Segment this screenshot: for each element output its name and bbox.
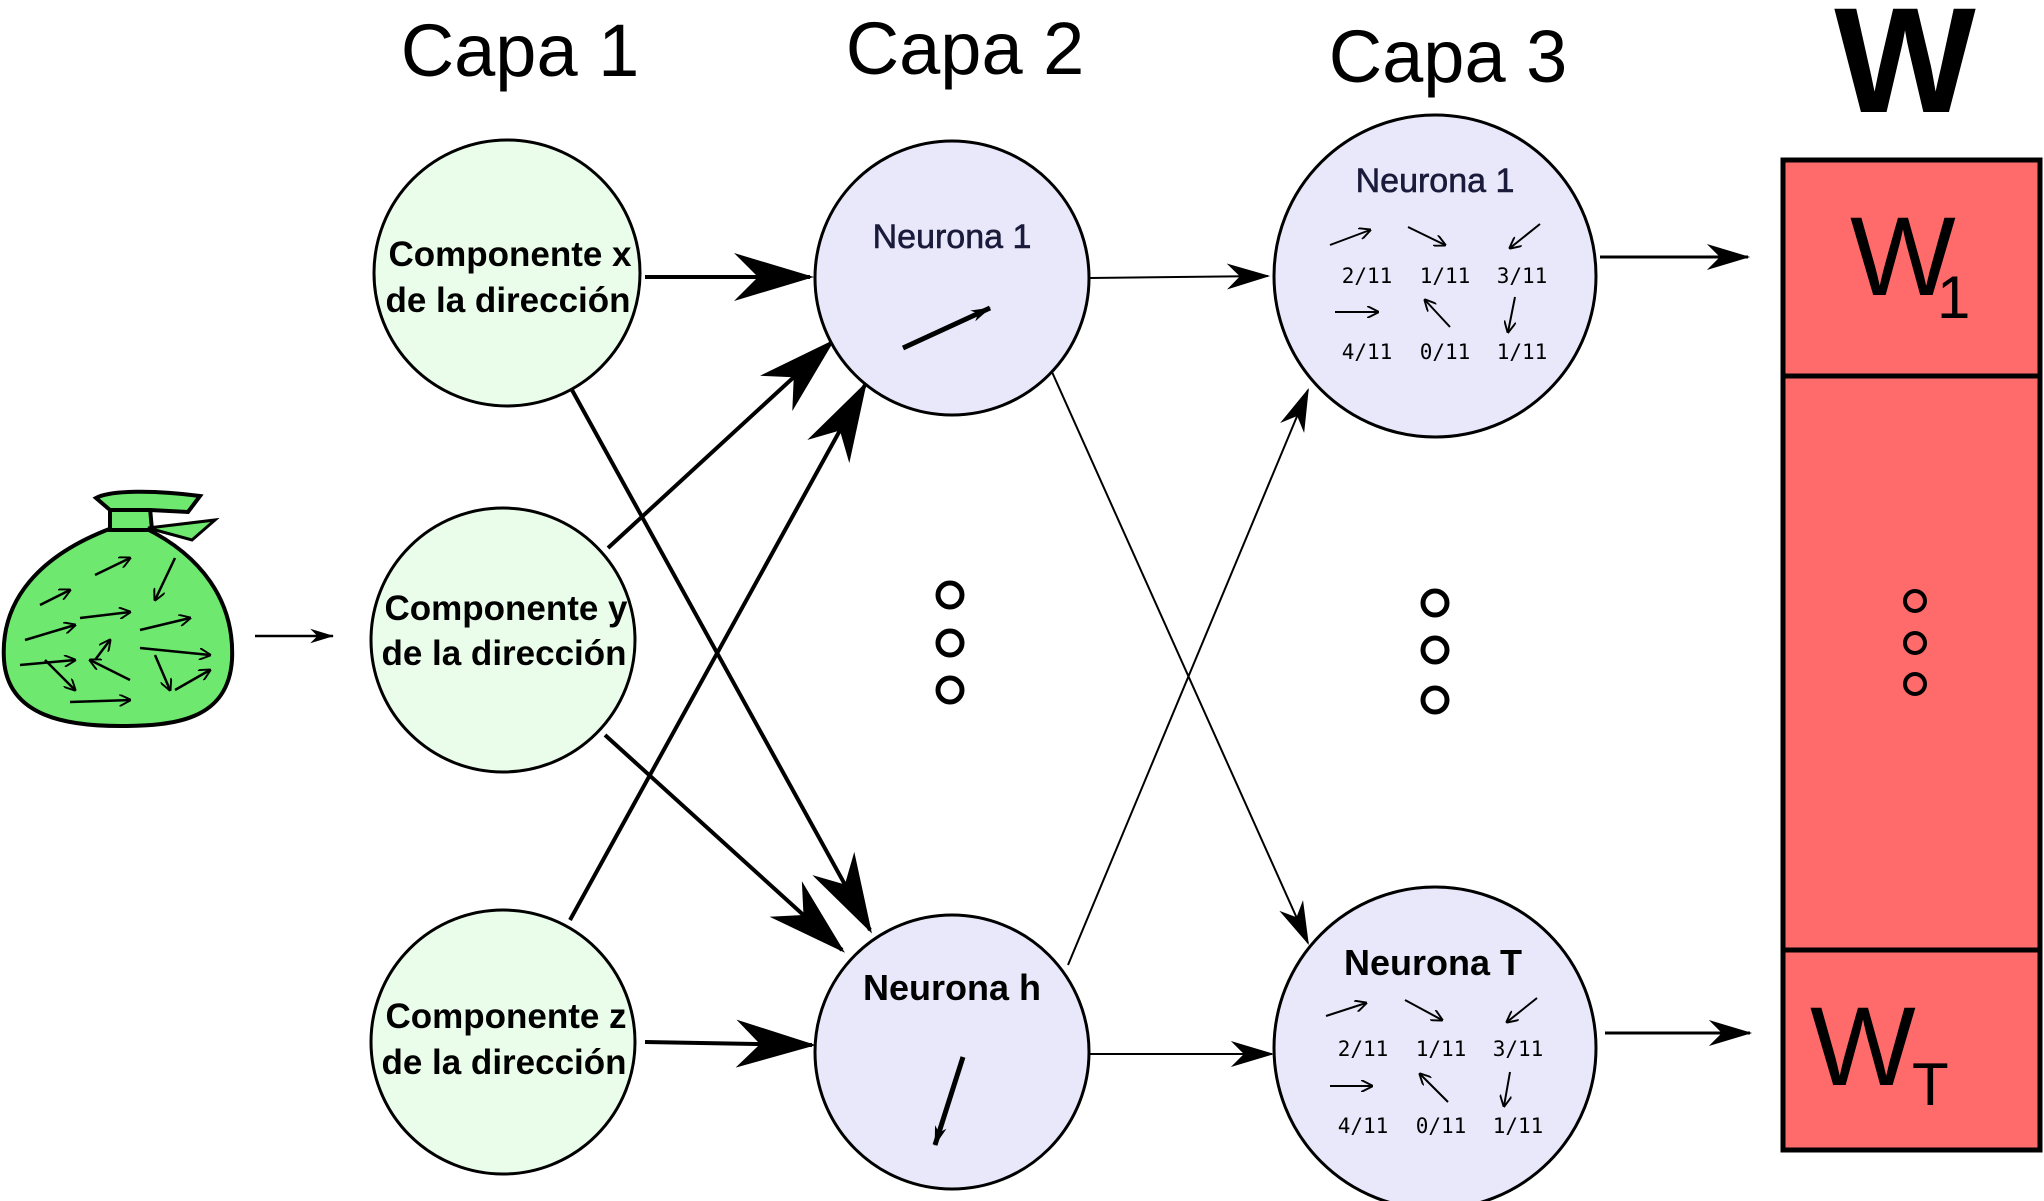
w1-subscript: 1 (1937, 264, 1970, 331)
component-z-line2: de la dirección (381, 1043, 626, 1082)
bag-tie (147, 517, 220, 542)
layer3-ellipsis (1420, 588, 1450, 715)
edge-x-to-neuronh (570, 389, 872, 934)
wt-subscript: T (1912, 1051, 1949, 1118)
l3n1-prob-4: 0/11 (1420, 340, 1471, 364)
layer2-neuron-1: Neurona 1 (813, 139, 1091, 417)
weights-cell-t (1780, 947, 2043, 1153)
weights-title: W (1834, 0, 1976, 144)
l3nt-prob-0: 2/11 (1338, 1037, 1389, 1061)
component-y-line2: de la dirección (381, 634, 626, 673)
l3n1-prob-5: 1/11 (1497, 340, 1548, 364)
direction-down-icon (932, 1056, 966, 1146)
layer1-neuron-x: Componente x de la dirección (372, 138, 642, 408)
weights-ellipsis (1903, 589, 1927, 696)
weights-matrix: W 1 W T (1780, 157, 2043, 1153)
component-x-line2: de la dirección (385, 281, 630, 320)
layer3-neuron-t-title: Neurona T (1344, 942, 1522, 983)
l3n1-prob-1: 1/11 (1420, 264, 1471, 288)
l3nt-prob-4: 0/11 (1416, 1114, 1467, 1138)
weights-cell-middle (1780, 373, 2043, 953)
l3n1-prob-0: 2/11 (1342, 264, 1393, 288)
l3nt-prob-3: 4/11 (1338, 1114, 1389, 1138)
layer2-neuron-h: Neurona h (813, 913, 1091, 1191)
layer2-neuron-h-title: Neurona h (863, 967, 1041, 1008)
bag-top-knot (92, 489, 204, 515)
connections-layer1-layer2 (568, 253, 872, 1068)
wt-label: W (1810, 984, 1916, 1109)
edge-n1-to-l3nt (1051, 371, 1309, 945)
bag-body (1, 526, 235, 729)
edge-z-to-neuronh (644, 1019, 816, 1068)
bag-of-arrows-icon (1, 489, 235, 729)
connections-layer2-layer3 (1051, 263, 1309, 1067)
layer2-ellipsis (935, 580, 965, 705)
layer-1-title: Capa 1 (401, 9, 640, 92)
layer3-neuron-1-title: Neurona 1 (1356, 162, 1515, 200)
edge-n1-to-l3n1 (1089, 263, 1271, 290)
edge-z-to-neuron1 (568, 381, 867, 921)
layer1-neuron-y: Componente y de la dirección (369, 506, 637, 774)
edge-y-to-neuronh (603, 733, 845, 953)
component-z-line1: Componente z (385, 997, 626, 1036)
layer3-neuron-1: Neurona 1 2/11 1/11 3/11 4/11 0/11 1/11 (1272, 113, 1598, 439)
edge-nh-to-l3n1 (1067, 388, 1309, 966)
l3nt-prob-2: 3/11 (1493, 1037, 1544, 1061)
layer-3-title: Capa 3 (1329, 15, 1568, 98)
w1-label: W (1850, 194, 1956, 319)
component-x-line1: Componente x (388, 235, 632, 274)
weights-cell-1 (1780, 157, 2043, 379)
l3nt-prob-5: 1/11 (1493, 1114, 1544, 1138)
l3nt-prob-1: 1/11 (1416, 1037, 1467, 1061)
layer2-neuron-1-title: Neurona 1 (873, 218, 1032, 256)
l3n1-prob-3: 4/11 (1342, 340, 1393, 364)
layer3-neuron-t: Neurona T 2/11 1/11 3/11 4/11 0/11 1/11 (1272, 885, 1598, 1201)
direction-up-right-icon (901, 305, 992, 351)
l3n1-prob-2: 3/11 (1497, 264, 1548, 288)
edge-y-to-neuron1 (606, 339, 835, 550)
component-y-line1: Componente y (384, 589, 628, 628)
layer1-neuron-z: Componente z de la dirección (369, 908, 637, 1176)
layer-2-title: Capa 2 (846, 7, 1085, 90)
